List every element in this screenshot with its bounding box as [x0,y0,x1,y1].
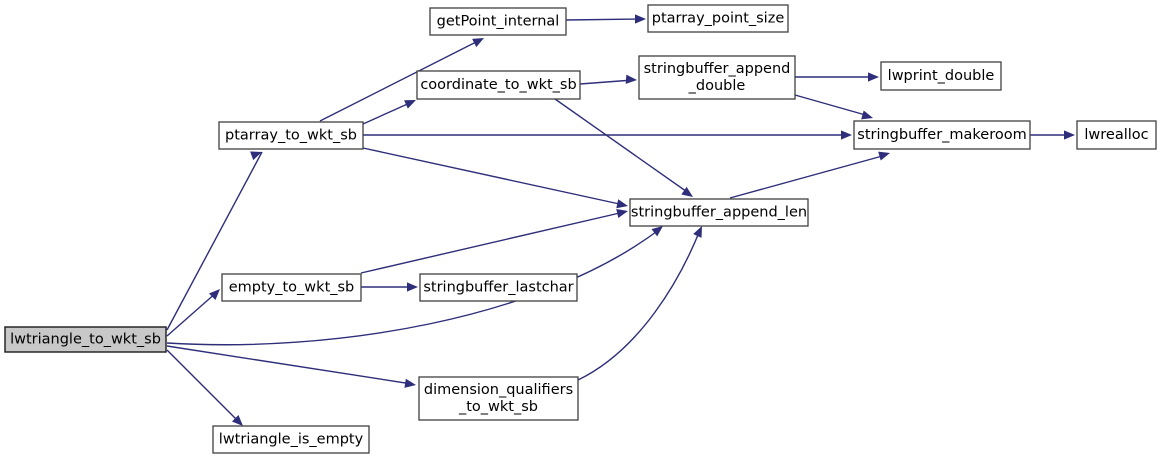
edge-lwtriangle_to_wkt_sb-to-dimension_qualifiers_to_wkt_sb [166,345,416,388]
node-box[interactable] [880,61,1002,91]
edge-arrowhead [841,130,852,140]
edge-lwtriangle_to_wkt_sb-to-stringbuffer_append_len [166,226,663,346]
edge-stringbuffer_append_double-to-stringbuffer_makeroom [794,94,873,120]
node-lwtriangle_to_wkt_sb[interactable]: lwtriangle_to_wkt_sb [4,326,167,353]
edge-line [729,154,887,199]
node-box[interactable] [1076,120,1157,150]
edge-arrowhead [404,100,416,109]
node-lwrealloc[interactable]: lwrealloc [1076,120,1157,150]
edge-line [166,345,413,385]
edge-arrowhead [472,38,484,48]
edge-lwtriangle_to_wkt_sb-to-ptarray_to_wkt_sb [166,151,263,331]
edge-arrowhead [231,414,243,426]
edges-layer [166,14,1075,426]
edge-line [577,229,701,381]
edge-dimension_qualifiers_to_wkt_sb-to-stringbuffer_append_len [577,226,702,381]
node-box[interactable] [419,273,578,302]
node-empty_to_wkt_sb[interactable]: empty_to_wkt_sb [221,273,362,302]
node-box[interactable] [221,273,362,302]
edge-line [166,349,241,424]
node-stringbuffer_makeroom[interactable]: stringbuffer_makeroom [853,120,1031,150]
edge-line [319,39,481,122]
node-getPoint_internal[interactable]: getPoint_internal [429,7,567,36]
node-lwprint_double[interactable]: lwprint_double [880,61,1002,91]
edge-arrowhead [861,110,873,120]
edge-line [360,211,625,274]
edge-stringbuffer_makeroom-to-lwrealloc [1030,130,1075,140]
edge-arrowhead [693,226,702,238]
edge-arrowhead [635,14,646,24]
node-box[interactable] [638,55,796,100]
node-box[interactable] [853,120,1031,150]
edge-line [554,98,691,195]
node-box[interactable] [647,4,789,33]
node-ptarray_point_size[interactable]: ptarray_point_size [647,4,789,33]
node-box[interactable] [629,198,809,227]
edge-coordinate_to_wkt_sb-to-stringbuffer_append_double [579,74,637,85]
edge-getPoint_internal-to-ptarray_point_size [565,14,646,24]
node-stringbuffer_append_double[interactable]: stringbuffer_append_double [638,55,796,100]
edge-stringbuffer_append_len-to-stringbuffer_makeroom [729,151,890,199]
edge-line [362,101,413,125]
edge-line [362,147,625,206]
edge-ptarray_to_wkt_sb-to-stringbuffer_makeroom [363,130,852,140]
node-box[interactable] [218,121,364,150]
edge-line [794,94,870,117]
edge-line [166,228,661,346]
node-dimension_qualifiers_to_wkt_sb[interactable]: dimension_qualifiers_to_wkt_sb [418,376,579,421]
edge-arrowhead [681,186,693,197]
node-lwtriangle_is_empty[interactable]: lwtriangle_is_empty [212,425,370,454]
edge-ptarray_to_wkt_sb-to-stringbuffer_append_len [362,147,628,209]
edge-empty_to_wkt_sb-to-stringbuffer_lastchar [361,282,418,292]
edge-arrowhead [616,199,628,209]
edge-arrowhead [616,208,628,218]
edge-stringbuffer_append_double-to-lwprint_double [795,72,879,82]
edge-lwtriangle_to_wkt_sb-to-empty_to_wkt_sb [166,289,220,337]
edge-arrowhead [407,282,418,292]
node-box[interactable] [416,70,581,100]
edge-line [565,18,643,21]
edge-ptarray_to_wkt_sb-to-coordinate_to_wkt_sb [362,100,416,125]
node-coordinate_to_wkt_sb[interactable]: coordinate_to_wkt_sb [416,70,581,100]
edge-arrowhead [868,72,879,82]
node-box[interactable] [429,7,567,36]
edge-arrowhead [651,226,663,237]
edge-arrowhead [878,151,890,161]
node-stringbuffer_append_len[interactable]: stringbuffer_append_len [629,198,809,227]
edge-lwtriangle_to_wkt_sb-to-lwtriangle_is_empty [166,349,243,426]
edge-line [166,151,263,331]
nodes-layer: lwtriangle_to_wkt_sb ptarray_to_wkt_sbemp… [4,4,1157,454]
node-box[interactable] [418,376,579,421]
edge-ptarray_to_wkt_sb-to-getPoint_internal [319,38,484,122]
edge-arrowhead [208,289,220,301]
edge-line [166,291,218,337]
edge-empty_to_wkt_sb-to-stringbuffer_append_len [360,208,628,274]
edge-arrowhead [250,151,262,161]
node-ptarray_to_wkt_sb[interactable]: ptarray_to_wkt_sb [218,121,364,150]
node-stringbuffer_lastchar[interactable]: stringbuffer_lastchar [419,273,578,302]
node-box[interactable] [4,326,167,353]
node-box[interactable] [212,425,370,454]
edge-arrowhead [1064,130,1075,140]
edge-line [579,79,634,85]
edge-arrowhead [404,378,416,388]
edge-arrowhead [625,74,637,84]
edge-coordinate_to_wkt_sb-to-stringbuffer_append_len [554,98,693,197]
